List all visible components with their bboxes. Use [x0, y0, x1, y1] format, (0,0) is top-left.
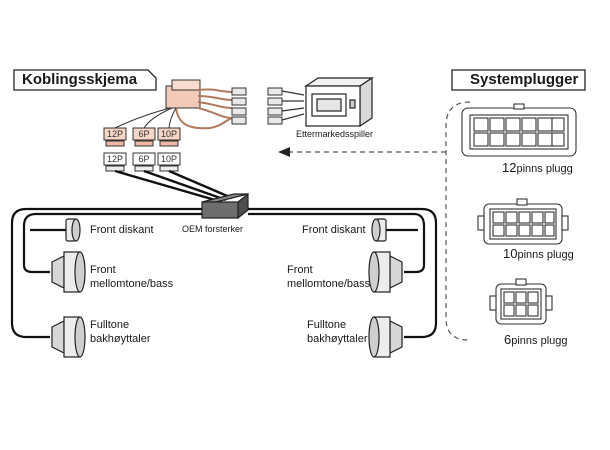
right-mid-label-line1: Front: [287, 264, 313, 276]
plug-10-count: 10: [503, 246, 518, 261]
plug-6-pin-drawing: [489, 278, 553, 325]
plug-6-caption: 6pinns plugg: [504, 332, 568, 347]
connector-top-12p: 12P: [106, 129, 123, 139]
right-tweeter-label: Front diskant: [302, 224, 366, 236]
harness-ribbon: [175, 88, 233, 130]
left-tweeter: [65, 218, 81, 242]
right-rear-speaker: [368, 316, 403, 358]
oem-amplifier-label: OEM forsterker: [182, 224, 244, 234]
wiring-diagram-title: Koblingsskjema: [22, 71, 138, 88]
radio-wires: [281, 90, 305, 121]
harness-to-connectors: [114, 107, 177, 129]
left-mid-label-line2: mellomtone/bass: [90, 278, 174, 290]
plug-10-caption: 10pinns plugg: [503, 246, 574, 261]
pointer-arrowhead: [278, 147, 290, 157]
connector-top-shadows: [105, 140, 179, 147]
harness-box-top: [171, 79, 201, 91]
plug-12-caption: 12pinns plugg: [502, 160, 573, 175]
speaker-bus: [10, 207, 438, 339]
left-tweeter-label: Front diskant: [90, 224, 154, 236]
plug-12-pin-drawing: [461, 103, 577, 157]
right-mid-label-line2: mellomtone/bass: [287, 278, 371, 290]
connector-bottom-row: [103, 152, 181, 166]
left-rear-label-line2: bakhøyttaler: [90, 333, 151, 345]
connector-top-6p: 6P: [138, 129, 150, 139]
left-rear-label-line1: Fulltone: [90, 319, 130, 331]
right-header-tab: [451, 69, 586, 91]
right-rear-label-line1: Fulltone: [307, 319, 347, 331]
radio-side-plugs: [267, 87, 283, 125]
connector-bottom-10p: 10P: [160, 154, 177, 164]
left-mid-label-line1: Front: [90, 264, 116, 276]
aftermarket-head-unit: [304, 76, 374, 128]
connector-bottom-6p: 6P: [138, 154, 150, 164]
plug-6-count: 6: [504, 332, 512, 347]
left-rear-speaker: [51, 316, 86, 358]
connector-bottom-12p: 12P: [106, 154, 123, 164]
connectors-to-amp: [114, 169, 233, 204]
plug-6-text: pinns plugg: [511, 335, 568, 347]
right-mid-speaker: [368, 251, 403, 293]
left-mid-speaker: [51, 251, 86, 293]
plug-12-count: 12: [502, 160, 517, 175]
plug-12-text: pinns plugg: [516, 163, 573, 175]
right-tweeter: [371, 218, 387, 242]
system-plugs-title: Systemplugger: [470, 71, 579, 88]
plug-10-text: pinns plugg: [517, 249, 574, 261]
oem-amplifier: [201, 192, 249, 220]
connector-top-10p: 10P: [160, 129, 177, 139]
right-rear-label-line2: bakhøyttaler: [307, 333, 368, 345]
harness-plugs: [231, 87, 247, 125]
aftermarket-label: Ettermarkedsspiller: [296, 129, 374, 139]
left-header-tab: [13, 69, 157, 91]
connector-bottom-shadows: [105, 165, 179, 172]
plug-group-bracket: [445, 101, 471, 341]
plug-10-pin-drawing: [477, 198, 569, 245]
